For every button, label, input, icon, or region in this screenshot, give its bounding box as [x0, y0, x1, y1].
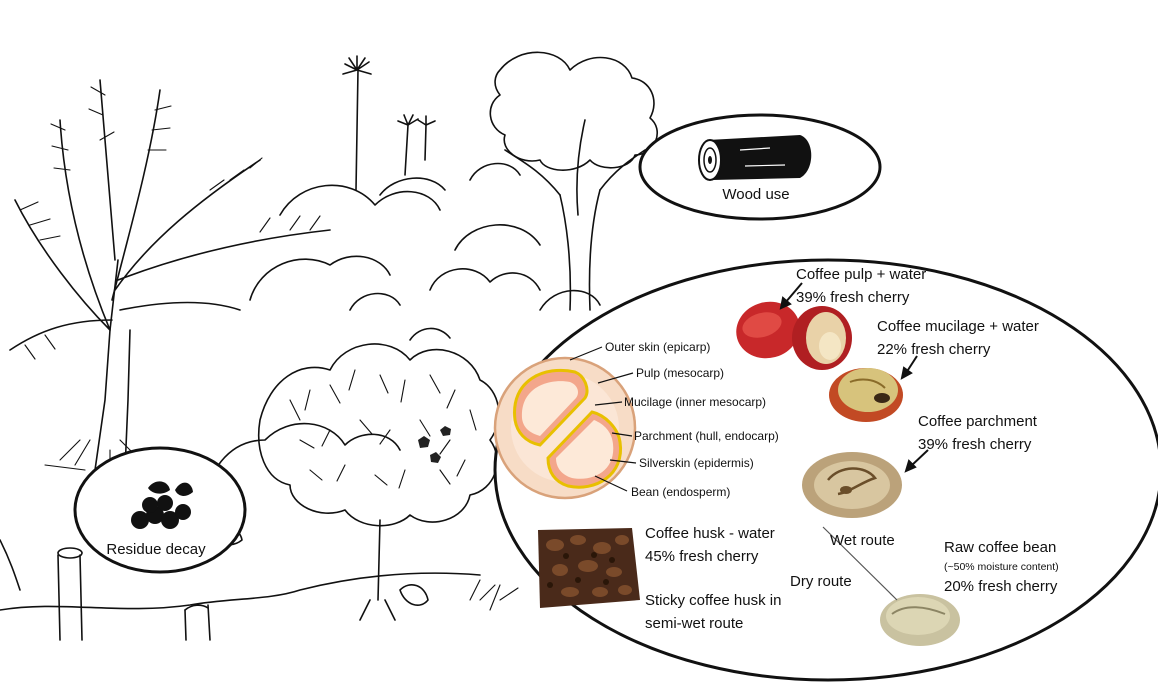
parchment-share: 39% fresh cherry	[918, 436, 1032, 453]
coffee-mucilage-image	[829, 368, 903, 422]
wet-route-label: Wet route	[830, 532, 895, 549]
sticky-husk-line1: Sticky coffee husk in	[645, 592, 781, 609]
raw-bean-moisture: (~50% moisture content)	[944, 561, 1059, 573]
layer-label-bean: Bean (endosperm)	[631, 485, 730, 499]
raw-coffee-bean-image	[880, 594, 960, 646]
coffee-shrub-sketch	[259, 344, 499, 620]
layer-label-mucilage: Mucilage (inner mesocarp)	[624, 395, 766, 409]
mucilage-share: 22% fresh cherry	[877, 341, 991, 358]
layer-label-parchment: Parchment (hull, endocarp)	[634, 429, 779, 443]
parchment-title: Coffee parchment	[918, 413, 1038, 430]
pulp-title: Coffee pulp + water	[796, 266, 926, 283]
coffee-husk-image	[538, 528, 640, 608]
wood-use-callout: Wood use	[640, 115, 880, 219]
layer-label-outer-skin: Outer skin (epicarp)	[605, 340, 710, 354]
raw-bean-title: Raw coffee bean	[944, 539, 1056, 556]
husk-share: 45% fresh cherry	[645, 548, 759, 565]
layer-label-pulp: Pulp (mesocarp)	[636, 366, 724, 380]
mucilage-title: Coffee mucilage + water	[877, 318, 1039, 335]
wood-use-label: Wood use	[722, 186, 789, 203]
husk-title: Coffee husk - water	[645, 525, 775, 542]
log-icon	[699, 135, 811, 180]
raw-bean-share: 20% fresh cherry	[944, 578, 1058, 595]
residue-decay-label: Residue decay	[106, 541, 206, 558]
dry-route-label: Dry route	[790, 573, 852, 590]
coffee-parchment-image	[802, 452, 902, 518]
sticky-husk-line2: semi-wet route	[645, 615, 743, 632]
pulp-share: 39% fresh cherry	[796, 289, 910, 306]
residue-decay-callout: Residue decay	[75, 448, 245, 572]
layer-label-silverskin: Silverskin (epidermis)	[639, 456, 754, 470]
